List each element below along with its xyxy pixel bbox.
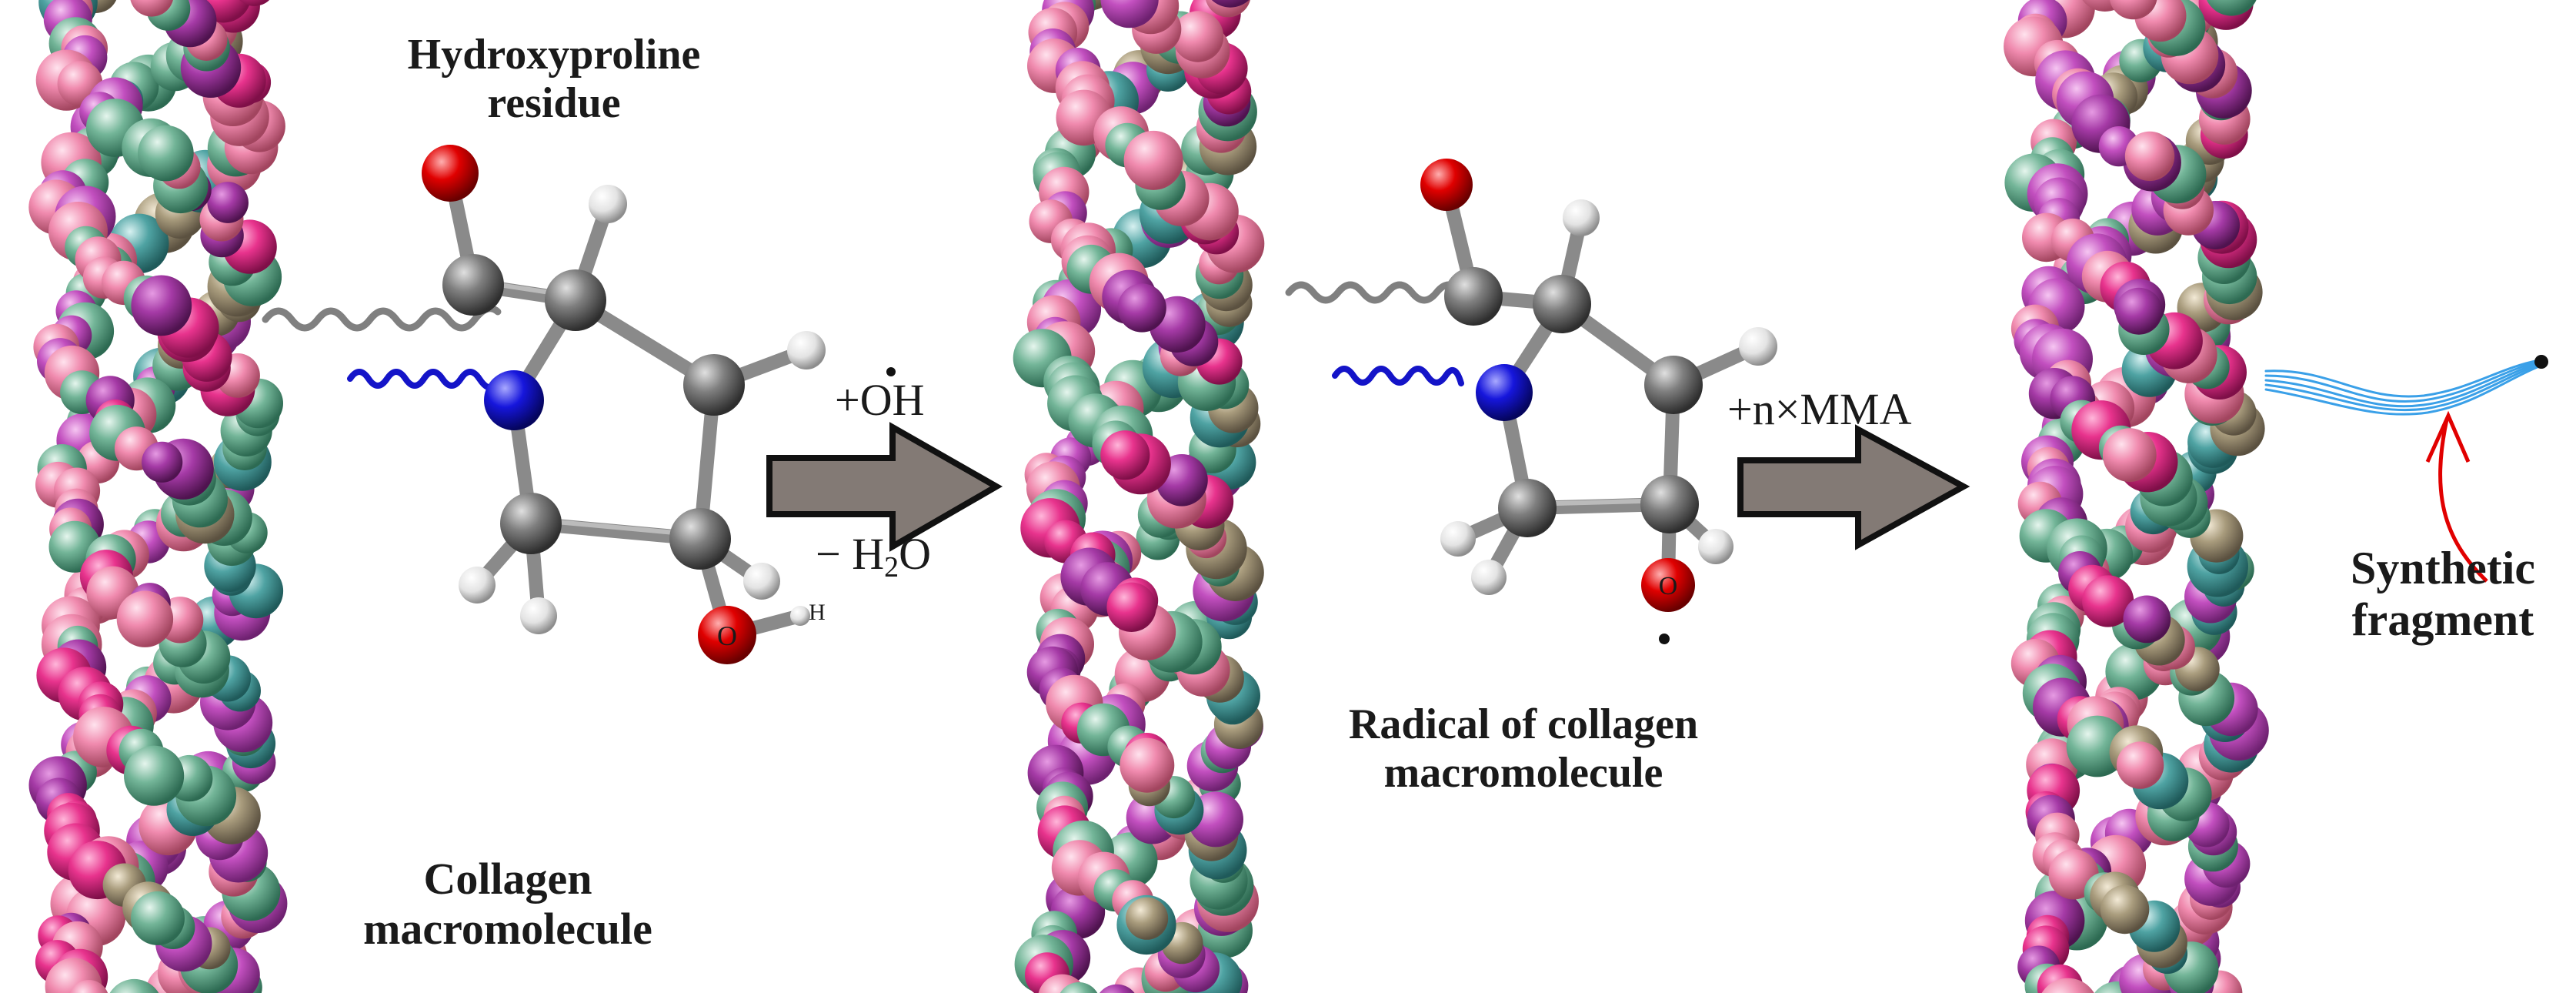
helix-atom xyxy=(1059,982,1098,993)
helix-atom xyxy=(1211,0,1250,8)
helix-atom xyxy=(239,0,270,6)
helix-atom xyxy=(138,125,194,182)
helix-atom xyxy=(207,182,249,223)
hydroxyl-radical-dot xyxy=(886,367,896,376)
helix-atom xyxy=(2207,0,2257,16)
radical-dot xyxy=(1659,634,1670,644)
helix-atom xyxy=(1100,430,1150,480)
helix-atom xyxy=(2100,884,2150,934)
chain-end-radical-dot xyxy=(2534,355,2548,369)
helix-atom xyxy=(131,275,192,336)
helix-atom xyxy=(1100,0,1159,28)
collagen-helix-left xyxy=(28,0,288,993)
atom-label-h: H xyxy=(809,600,826,625)
red-pointer-arrow xyxy=(2425,410,2488,583)
helix-atom xyxy=(124,745,185,806)
reagent-oh-label: +OH xyxy=(835,375,925,425)
helix-atom xyxy=(1099,984,1135,993)
helix-atom xyxy=(2041,978,2094,993)
collagen-helix-right xyxy=(2004,0,2269,993)
helix-atom xyxy=(2124,131,2175,182)
reaction-arrow-1 xyxy=(766,422,1003,552)
helix-atom xyxy=(116,590,174,647)
helix-atom xyxy=(130,0,173,17)
helix-atom xyxy=(1117,283,1166,333)
hydroxyproline-label: Hydroxyproline residue xyxy=(407,31,701,127)
helix-atom xyxy=(1123,130,1183,190)
synthetic-label: Synthetic fragment xyxy=(2351,543,2535,646)
wavy-link-blue-2 xyxy=(1332,366,1464,386)
minus-water-label: − H2O xyxy=(816,529,931,583)
helix-atom xyxy=(1119,737,1175,793)
helix-atom xyxy=(1106,582,1156,632)
helix-atom xyxy=(1172,11,1224,62)
helix-atom xyxy=(131,891,185,945)
collagen-helix-middle xyxy=(1013,0,1265,993)
atom-label-o-radical: O xyxy=(1659,572,1678,600)
radical-label: Radical of collagen macromolecule xyxy=(1348,700,1699,797)
radical-molecule: O xyxy=(1285,159,1777,644)
synthetic-fragment-chain xyxy=(2264,359,2541,416)
helix-atom xyxy=(2116,741,2164,789)
helix-atom xyxy=(2123,595,2171,644)
helix-atom xyxy=(109,978,159,993)
helix-atom xyxy=(2115,287,2163,335)
helix-atom xyxy=(1126,897,1169,940)
atom-label-o: O xyxy=(717,620,737,651)
hydroxyproline-molecule: O H xyxy=(262,145,826,664)
helix-atom xyxy=(69,980,108,993)
collagen-label: Collagen macromolecule xyxy=(363,854,652,954)
reaction-arrow-2 xyxy=(1737,424,1970,550)
wavy-link-blue xyxy=(347,369,498,391)
helix-atom xyxy=(2082,575,2134,627)
helix-atom xyxy=(2109,0,2157,20)
helix-atom xyxy=(142,441,183,483)
plus-mma-label: +n×MMA xyxy=(1727,384,1912,434)
wavy-link-gray xyxy=(262,305,502,332)
helix-atom xyxy=(2102,428,2157,482)
